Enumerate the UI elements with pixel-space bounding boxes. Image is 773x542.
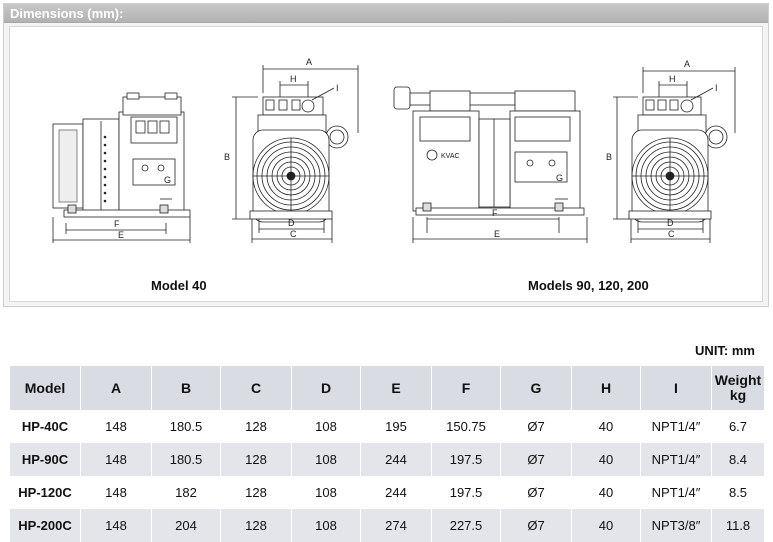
cell-model: HP-120C: [10, 476, 81, 509]
cell-c: 128: [220, 410, 292, 443]
cell-d: 108: [291, 476, 361, 509]
dim-label-h-model40: H: [290, 74, 297, 84]
cell-d: 108: [291, 443, 361, 476]
cell-d: 108: [291, 509, 361, 542]
dim-label-c-twin: C: [668, 229, 675, 239]
cell-weight: 6.7: [711, 410, 764, 443]
cell-g: Ø7: [500, 410, 572, 443]
cell-weight: 8.5: [711, 476, 764, 509]
dim-label-f-twin: F: [492, 208, 498, 218]
cell-c: 128: [220, 476, 292, 509]
cell-b: 180.5: [151, 410, 221, 443]
cell-i: NPT1/4″: [640, 443, 712, 476]
cell-d: 108: [291, 410, 361, 443]
cell-b: 204: [151, 509, 221, 542]
cell-f: 197.5: [431, 476, 501, 509]
dim-label-b-twin: B: [606, 152, 612, 162]
dim-label-d-twin: D: [667, 218, 674, 228]
cell-weight: 8.4: [711, 443, 764, 476]
cell-g: Ø7: [500, 509, 572, 542]
table-header-row: Model A B C D E F G H I Weight kg: [10, 366, 764, 410]
header-h: H: [571, 366, 641, 410]
dimension-drawings: G F E: [52, 57, 736, 243]
twin-front-view: A H I B D C: [606, 59, 736, 243]
dim-label-c-model40: C: [290, 229, 297, 239]
cell-h: 40: [571, 509, 641, 542]
header-d: D: [291, 366, 361, 410]
caption-model-40: Model 40: [151, 278, 207, 293]
panel-title: Dimensions (mm):: [10, 6, 124, 21]
table-row: HP-120C 148 182 128 108 244 197.5 Ø7 40 …: [10, 476, 764, 509]
cell-e: 244: [360, 443, 432, 476]
fan-grille-twin: [631, 137, 709, 215]
dim-label-a-model40: A: [306, 57, 312, 67]
cell-i: NPT3/8″: [640, 509, 712, 542]
twin-side-view: KVAC G F E: [393, 86, 588, 243]
dim-label-g-twin: G: [556, 173, 563, 183]
drawing-area: G F E: [9, 26, 763, 302]
cell-h: 40: [571, 443, 641, 476]
table-row: HP-40C 148 180.5 128 108 195 150.75 Ø7 4…: [10, 410, 764, 443]
brand-label: KVAC: [441, 153, 460, 160]
dim-label-e-twin: E: [494, 229, 500, 239]
cell-h: 40: [571, 410, 641, 443]
caption-models-90-120-200: Models 90, 120, 200: [528, 278, 649, 293]
header-e: E: [360, 366, 432, 410]
header-a: A: [80, 366, 152, 410]
cell-c: 128: [220, 443, 292, 476]
cell-b: 182: [151, 476, 221, 509]
dimensions-panel: Dimensions (mm):: [3, 3, 769, 307]
cell-model: HP-200C: [10, 509, 81, 542]
cell-f: 150.75: [431, 410, 501, 443]
cell-e: 195: [360, 410, 432, 443]
dim-label-h-twin: H: [669, 74, 676, 84]
cell-a: 148: [80, 476, 152, 509]
header-model: Model: [10, 366, 81, 410]
header-f: F: [431, 366, 501, 410]
cell-g: Ø7: [500, 476, 572, 509]
dim-label-d-model40: D: [288, 218, 295, 228]
model40-side-view: G F E: [52, 92, 191, 243]
spec-table: Model A B C D E F G H I Weight kg HP-40C…: [10, 366, 764, 542]
cell-f: 227.5: [431, 509, 501, 542]
header-g: G: [500, 366, 572, 410]
header-b: B: [151, 366, 221, 410]
cell-a: 148: [80, 509, 152, 542]
table-row: HP-200C 148 204 128 108 274 227.5 Ø7 40 …: [10, 509, 764, 542]
cell-h: 40: [571, 476, 641, 509]
dim-label-i-twin: I: [715, 83, 718, 93]
cell-e: 244: [360, 476, 432, 509]
dim-label-i-model40: I: [336, 83, 339, 93]
model40-front-view: A H I B D C: [224, 57, 359, 243]
fan-grille-model40: [252, 137, 330, 215]
cell-i: NPT1/4″: [640, 410, 712, 443]
cell-e: 274: [360, 509, 432, 542]
cell-b: 180.5: [151, 443, 221, 476]
cell-model: HP-90C: [10, 443, 81, 476]
dim-label-b-model40: B: [224, 152, 230, 162]
unit-label: UNIT: mm: [695, 343, 755, 358]
panel-header: Dimensions (mm):: [4, 4, 768, 23]
cell-i: NPT1/4″: [640, 476, 712, 509]
cell-weight: 11.8: [711, 509, 764, 542]
header-weight: Weight kg: [711, 366, 764, 410]
dim-label-f-model40: F: [114, 219, 120, 229]
header-i: I: [640, 366, 712, 410]
dim-label-e-model40: E: [118, 230, 124, 240]
header-c: C: [220, 366, 292, 410]
dim-label-a-twin: A: [684, 59, 690, 69]
cell-c: 128: [220, 509, 292, 542]
cell-g: Ø7: [500, 443, 572, 476]
dim-label-g-model40: G: [164, 175, 171, 185]
cell-model: HP-40C: [10, 410, 81, 443]
cell-f: 197.5: [431, 443, 501, 476]
cell-a: 148: [80, 410, 152, 443]
table-row: HP-90C 148 180.5 128 108 244 197.5 Ø7 40…: [10, 443, 764, 476]
cell-a: 148: [80, 443, 152, 476]
